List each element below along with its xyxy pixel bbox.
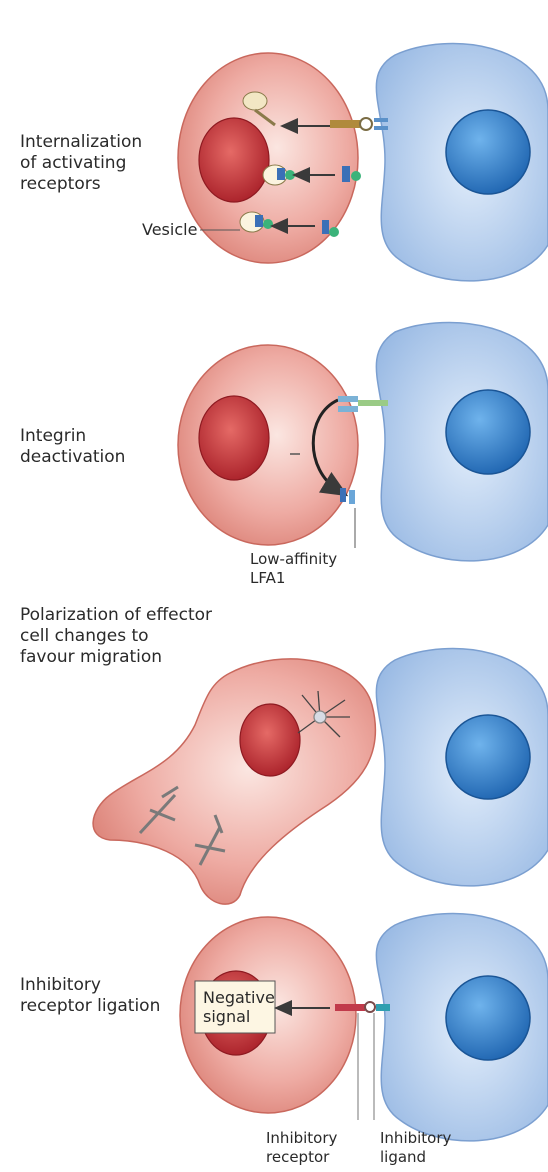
target-nucleus <box>446 390 530 474</box>
ligand-callout: Inhibitory ligand <box>380 1129 456 1166</box>
effector-nucleus <box>199 396 269 480</box>
effector-nucleus <box>240 704 300 776</box>
panel-internalization: Internalization of activating receptors <box>0 0 548 290</box>
effector-nucleus <box>199 118 269 202</box>
panel-inhibitory: Inhibitory receptor ligation Negative si… <box>0 905 548 1172</box>
lfa1-callout: Low-affinity LFA1 <box>250 550 342 587</box>
panel-4-diagram: Negative signal Inhibitory receptor Inhi… <box>0 905 548 1172</box>
target-nucleus <box>446 976 530 1060</box>
target-nucleus <box>446 110 530 194</box>
inhibitory-receptor <box>335 1004 365 1011</box>
receptor-callout: Inhibitory receptor <box>266 1129 342 1166</box>
target-nucleus <box>446 715 530 799</box>
vesicle-callout: Vesicle <box>142 220 197 239</box>
panel-integrin: Integrin deactivation Low-affinity LFA1 <box>0 320 548 620</box>
panel-2-diagram: Low-affinity LFA1 <box>0 320 548 620</box>
panel-1-diagram: Vesicle <box>0 0 548 290</box>
polarized-effector-cell <box>93 659 375 904</box>
panel-3-diagram <box>0 605 548 905</box>
panel-polarization: Polarization of effector cell changes to… <box>0 605 548 905</box>
